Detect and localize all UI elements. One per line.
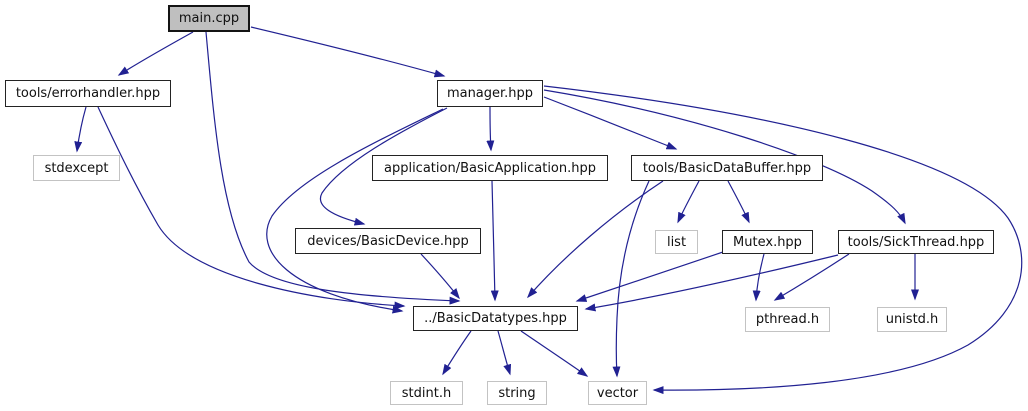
edge-basic-datatypes-to-stdint [442, 330, 472, 376]
node-stdint[interactable]: stdint.h [390, 381, 463, 405]
node-label: unistd.h [885, 312, 939, 327]
edge-basic-datatypes-to-string [497, 330, 512, 376]
node-vector[interactable]: vector [588, 381, 647, 405]
edge-basic-data-buffer-to-list [677, 180, 700, 224]
edge-manager-to-basic-device [319, 107, 448, 226]
edge-sick-thread-to-basic-datatypes [584, 254, 839, 312]
node-label: tools/SickThread.hpp [847, 234, 985, 250]
node-label: vector [596, 385, 639, 401]
node-unistd[interactable]: unistd.h [877, 307, 947, 332]
node-pthread[interactable]: pthread.h [745, 307, 830, 332]
edge-manager-to-basic-data-buffer [543, 96, 678, 150]
edge-errorhandler-to-stdexcept [74, 106, 87, 153]
node-stdexcept[interactable]: stdexcept [33, 155, 120, 181]
node-label: stdexcept [44, 160, 109, 176]
edge-basic-datatypes-to-vector [520, 330, 589, 377]
node-label: manager.hpp [446, 86, 534, 101]
node-label: ../BasicDatatypes.hpp [424, 311, 567, 326]
node-basic-device[interactable]: devices/BasicDevice.hpp [295, 228, 481, 254]
edge-errorhandler-to-basic-datatypes [97, 106, 406, 310]
edge-sick-thread-to-pthread [773, 253, 850, 301]
node-manager[interactable]: manager.hpp [437, 80, 543, 107]
edge-basic-data-buffer-to-mutex [727, 180, 750, 224]
node-label: string [498, 385, 536, 401]
node-label: application/BasicApplication.hpp [383, 160, 597, 176]
node-label: Mutex.hpp [733, 234, 802, 250]
edge-main-cpp-to-errorhandler [117, 31, 194, 76]
node-label: devices/BasicDevice.hpp [307, 233, 469, 249]
node-basic-data-buffer[interactable]: tools/BasicDataBuffer.hpp [631, 155, 823, 181]
node-label: main.cpp [178, 11, 240, 26]
edge-mutex-to-basic-datatypes [575, 251, 724, 302]
edge-manager-to-basic-application [486, 106, 495, 152]
edge-manager-to-vector [543, 85, 1023, 395]
edge-basic-data-buffer-to-basic-datatypes [527, 180, 664, 299]
node-sick-thread[interactable]: tools/SickThread.hpp [838, 230, 994, 254]
edge-manager-to-sick-thread [543, 89, 906, 225]
edge-mutex-to-pthread [752, 253, 765, 302]
node-basic-datatypes[interactable]: ../BasicDatatypes.hpp [413, 306, 578, 331]
node-mutex[interactable]: Mutex.hpp [722, 230, 813, 254]
edge-main-cpp-to-basic-datatypes [205, 31, 461, 305]
node-list[interactable]: list [655, 230, 698, 254]
node-label: list [666, 234, 687, 250]
edge-manager-to-basic-datatypes [266, 108, 444, 314]
node-label: stdint.h [401, 385, 452, 401]
node-errorhandler[interactable]: tools/errorhandler.hpp [5, 80, 171, 107]
edge-basic-device-to-basic-datatypes [420, 253, 460, 300]
node-string[interactable]: string [487, 381, 547, 405]
edge-basic-data-buffer-to-vector [612, 180, 650, 378]
node-label: tools/BasicDataBuffer.hpp [642, 160, 812, 176]
node-label: pthread.h [755, 312, 820, 327]
node-basic-application[interactable]: application/BasicApplication.hpp [372, 155, 608, 181]
edge-basic-application-to-basic-datatypes [490, 180, 499, 302]
node-main-cpp[interactable]: main.cpp [168, 5, 250, 32]
node-label: tools/errorhandler.hpp [15, 86, 161, 101]
edge-main-cpp-to-manager [250, 26, 446, 78]
